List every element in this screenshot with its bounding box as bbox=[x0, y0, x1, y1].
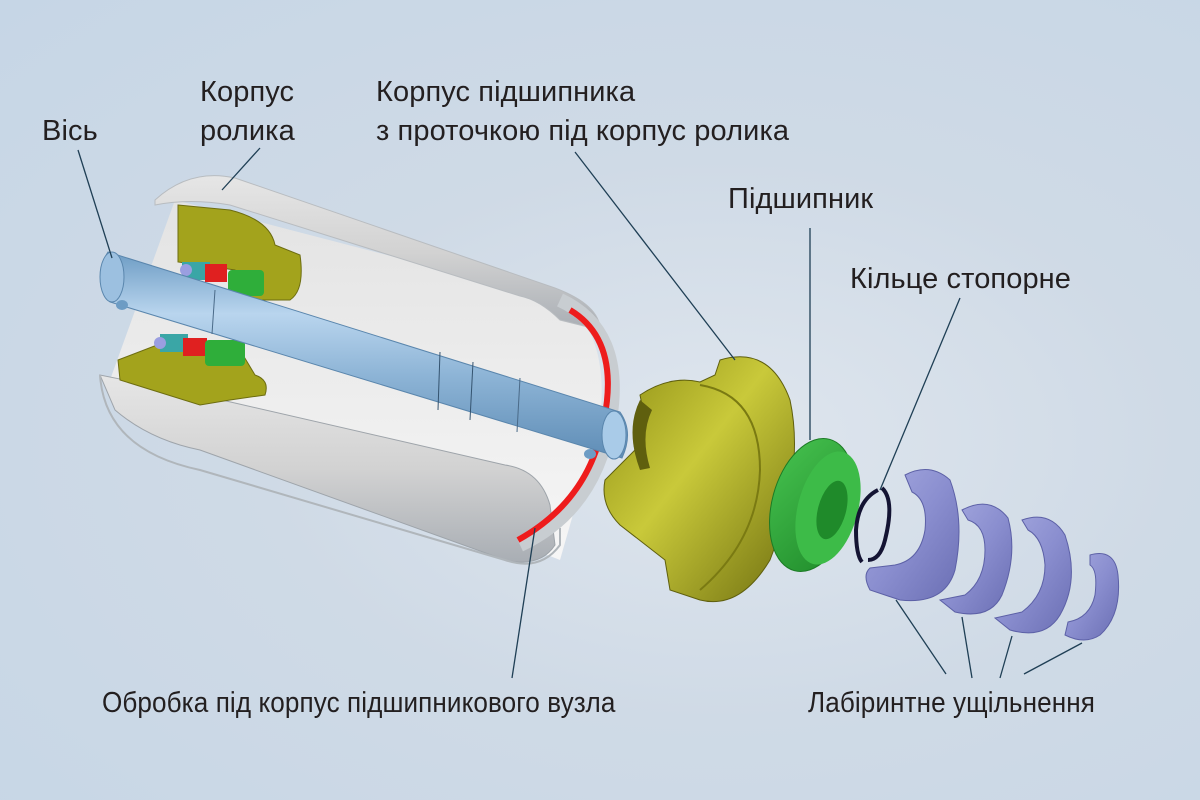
label-retaining-ring: Кільце стопорне bbox=[850, 263, 1072, 295]
leader-axle bbox=[77, 149, 113, 259]
leader-roller-body bbox=[221, 147, 261, 191]
bearing-housing bbox=[603, 356, 795, 603]
label-labyrinth-seal: Лабіринтне ущільнення bbox=[808, 687, 1095, 719]
leader-lines bbox=[77, 147, 1083, 679]
leader-retaining-ring bbox=[879, 297, 961, 491]
leader-seal-2 bbox=[961, 616, 973, 679]
leader-seal-3 bbox=[999, 635, 1013, 679]
leader-seal-4 bbox=[1023, 642, 1083, 675]
axle bbox=[99, 251, 628, 460]
label-roller-body-line1: Корпус bbox=[200, 76, 295, 108]
retaining-ring bbox=[853, 486, 892, 564]
label-bearing-housing-line2: з проточкою під корпус ролика bbox=[376, 115, 790, 147]
leader-seal-1 bbox=[895, 599, 947, 675]
label-machining: Обробка під корпус підшипникового вузла bbox=[102, 687, 616, 719]
label-roller-body-line2: ролика bbox=[200, 115, 295, 147]
left-bearing-assembly bbox=[117, 204, 302, 406]
leader-bearing-housing bbox=[574, 151, 736, 361]
labyrinth-seals bbox=[865, 469, 1120, 641]
bearing bbox=[769, 438, 861, 572]
label-bearing: Підшипник bbox=[728, 183, 874, 215]
label-axle: Вісь bbox=[42, 115, 98, 147]
label-bearing-housing-line1: Корпус підшипника bbox=[376, 76, 636, 108]
leader-machining bbox=[511, 527, 536, 679]
